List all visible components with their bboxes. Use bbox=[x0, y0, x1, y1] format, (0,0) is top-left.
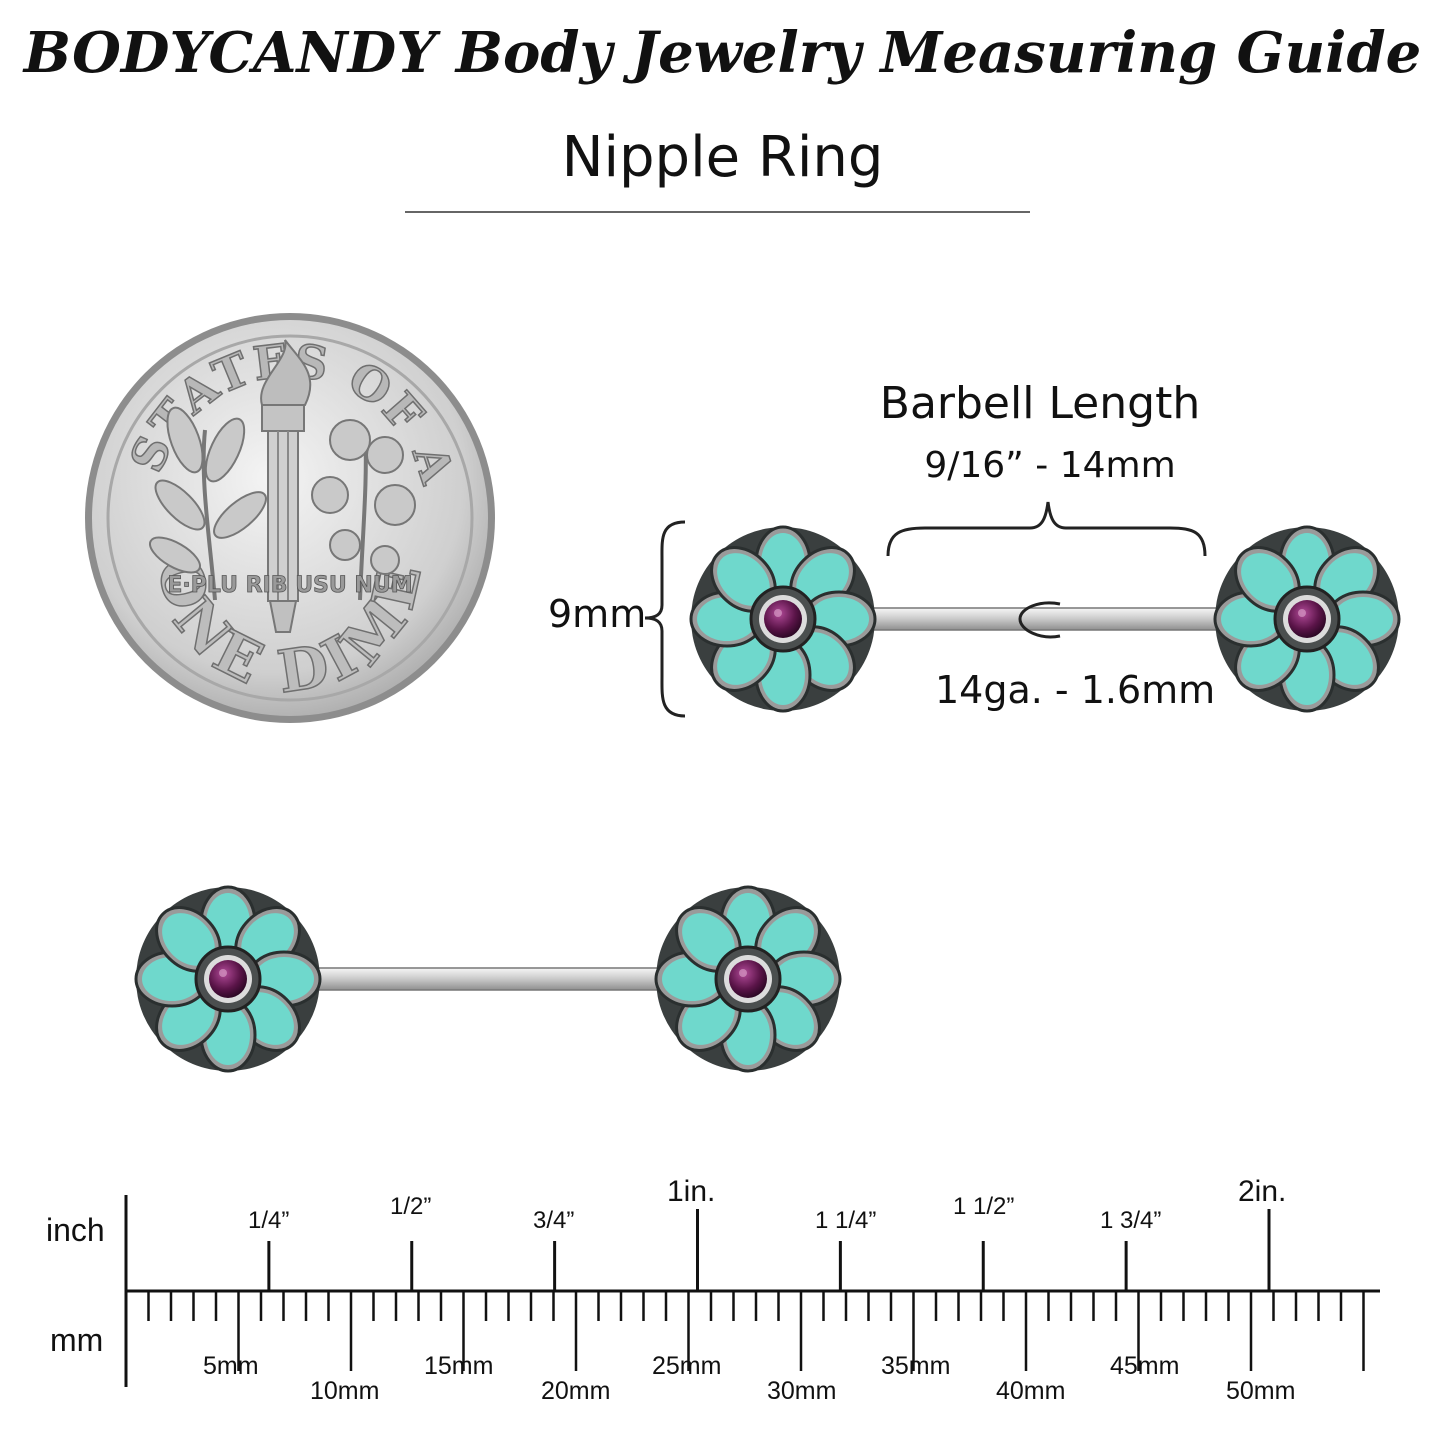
barbell-top-bar bbox=[869, 607, 1231, 631]
page-title: BODYCANDY Body Jewelry Measuring Guide bbox=[23, 20, 1422, 86]
barbell-length-value: 9/16” - 14mm bbox=[924, 445, 1176, 486]
mm-mark-20: 20mm bbox=[541, 1377, 611, 1405]
oak-branch-icon bbox=[311, 419, 416, 601]
inch-mark-6: 1 1/2” bbox=[953, 1193, 1015, 1220]
mm-mark-40: 40mm bbox=[996, 1377, 1066, 1405]
coin-motto: E·PLU RIB USU NUM bbox=[167, 573, 412, 598]
mm-mark-15: 15mm bbox=[424, 1352, 494, 1380]
inch-mark-8: 2in. bbox=[1238, 1175, 1287, 1208]
ruler bbox=[124, 1195, 1380, 1387]
inch-mark-3: 3/4” bbox=[533, 1207, 575, 1234]
olive-branch-icon bbox=[149, 406, 267, 601]
ruler-inch-label: inch bbox=[46, 1212, 105, 1248]
barbell-top bbox=[689, 525, 1401, 713]
mm-mark-10: 10mm bbox=[310, 1377, 380, 1405]
ruler-mm-label: mm bbox=[50, 1322, 104, 1358]
gauge-label: 14ga. - 1.6mm bbox=[935, 668, 1216, 712]
barbell-bottom-left-flower bbox=[134, 885, 322, 1073]
mm-mark-5: 5mm bbox=[203, 1352, 259, 1380]
barbell-length-label: Barbell Length bbox=[879, 378, 1201, 429]
height-brace bbox=[644, 520, 686, 718]
page-subtitle: Nipple Ring bbox=[561, 125, 884, 190]
mm-mark-45: 45mm bbox=[1110, 1352, 1180, 1380]
barbell-bottom-right-flower bbox=[654, 885, 842, 1073]
barbell-bottom-bar bbox=[309, 967, 681, 991]
torch-icon bbox=[260, 339, 312, 633]
dime-coin: UNITED STATES OF AMERICA ONE DIME bbox=[0, 0, 495, 723]
inch-mark-2: 1/2” bbox=[390, 1193, 432, 1220]
end-size-label: 9mm bbox=[548, 592, 647, 636]
barbell-top-left-flower bbox=[689, 525, 877, 713]
inch-mark-1: 1/4” bbox=[248, 1207, 290, 1234]
gauge-marker bbox=[1018, 601, 1061, 639]
barbell-top-right-flower bbox=[1213, 525, 1401, 713]
barbell-bottom bbox=[134, 885, 842, 1073]
inch-mark-5: 1 1/4” bbox=[815, 1207, 877, 1234]
mm-mark-50: 50mm bbox=[1226, 1377, 1296, 1405]
length-brace bbox=[886, 501, 1207, 557]
mm-mark-35: 35mm bbox=[881, 1352, 951, 1380]
title-divider bbox=[405, 211, 1030, 213]
mm-mark-30: 30mm bbox=[767, 1377, 837, 1405]
inch-mark-4: 1in. bbox=[667, 1175, 716, 1208]
inch-mark-7: 1 3/4” bbox=[1100, 1207, 1162, 1234]
mm-mark-25: 25mm bbox=[652, 1352, 722, 1380]
